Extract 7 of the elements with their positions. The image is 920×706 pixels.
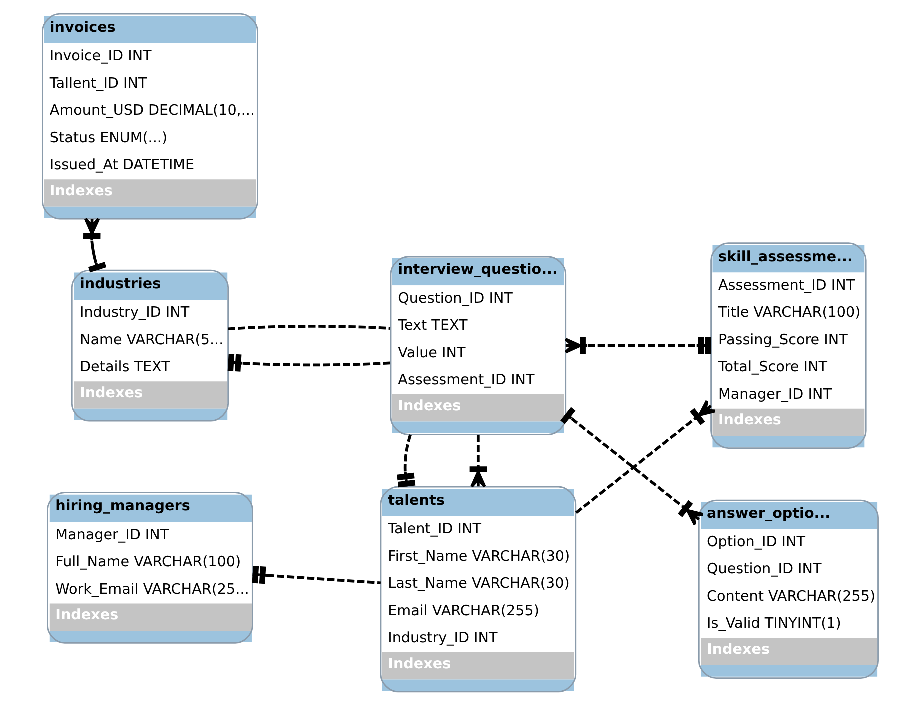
connector bbox=[228, 325, 390, 331]
connector bbox=[469, 434, 487, 488]
connector bbox=[574, 400, 716, 514]
connector bbox=[560, 407, 704, 526]
connector bbox=[252, 566, 380, 585]
connector bbox=[396, 434, 416, 488]
connector bbox=[227, 354, 390, 372]
